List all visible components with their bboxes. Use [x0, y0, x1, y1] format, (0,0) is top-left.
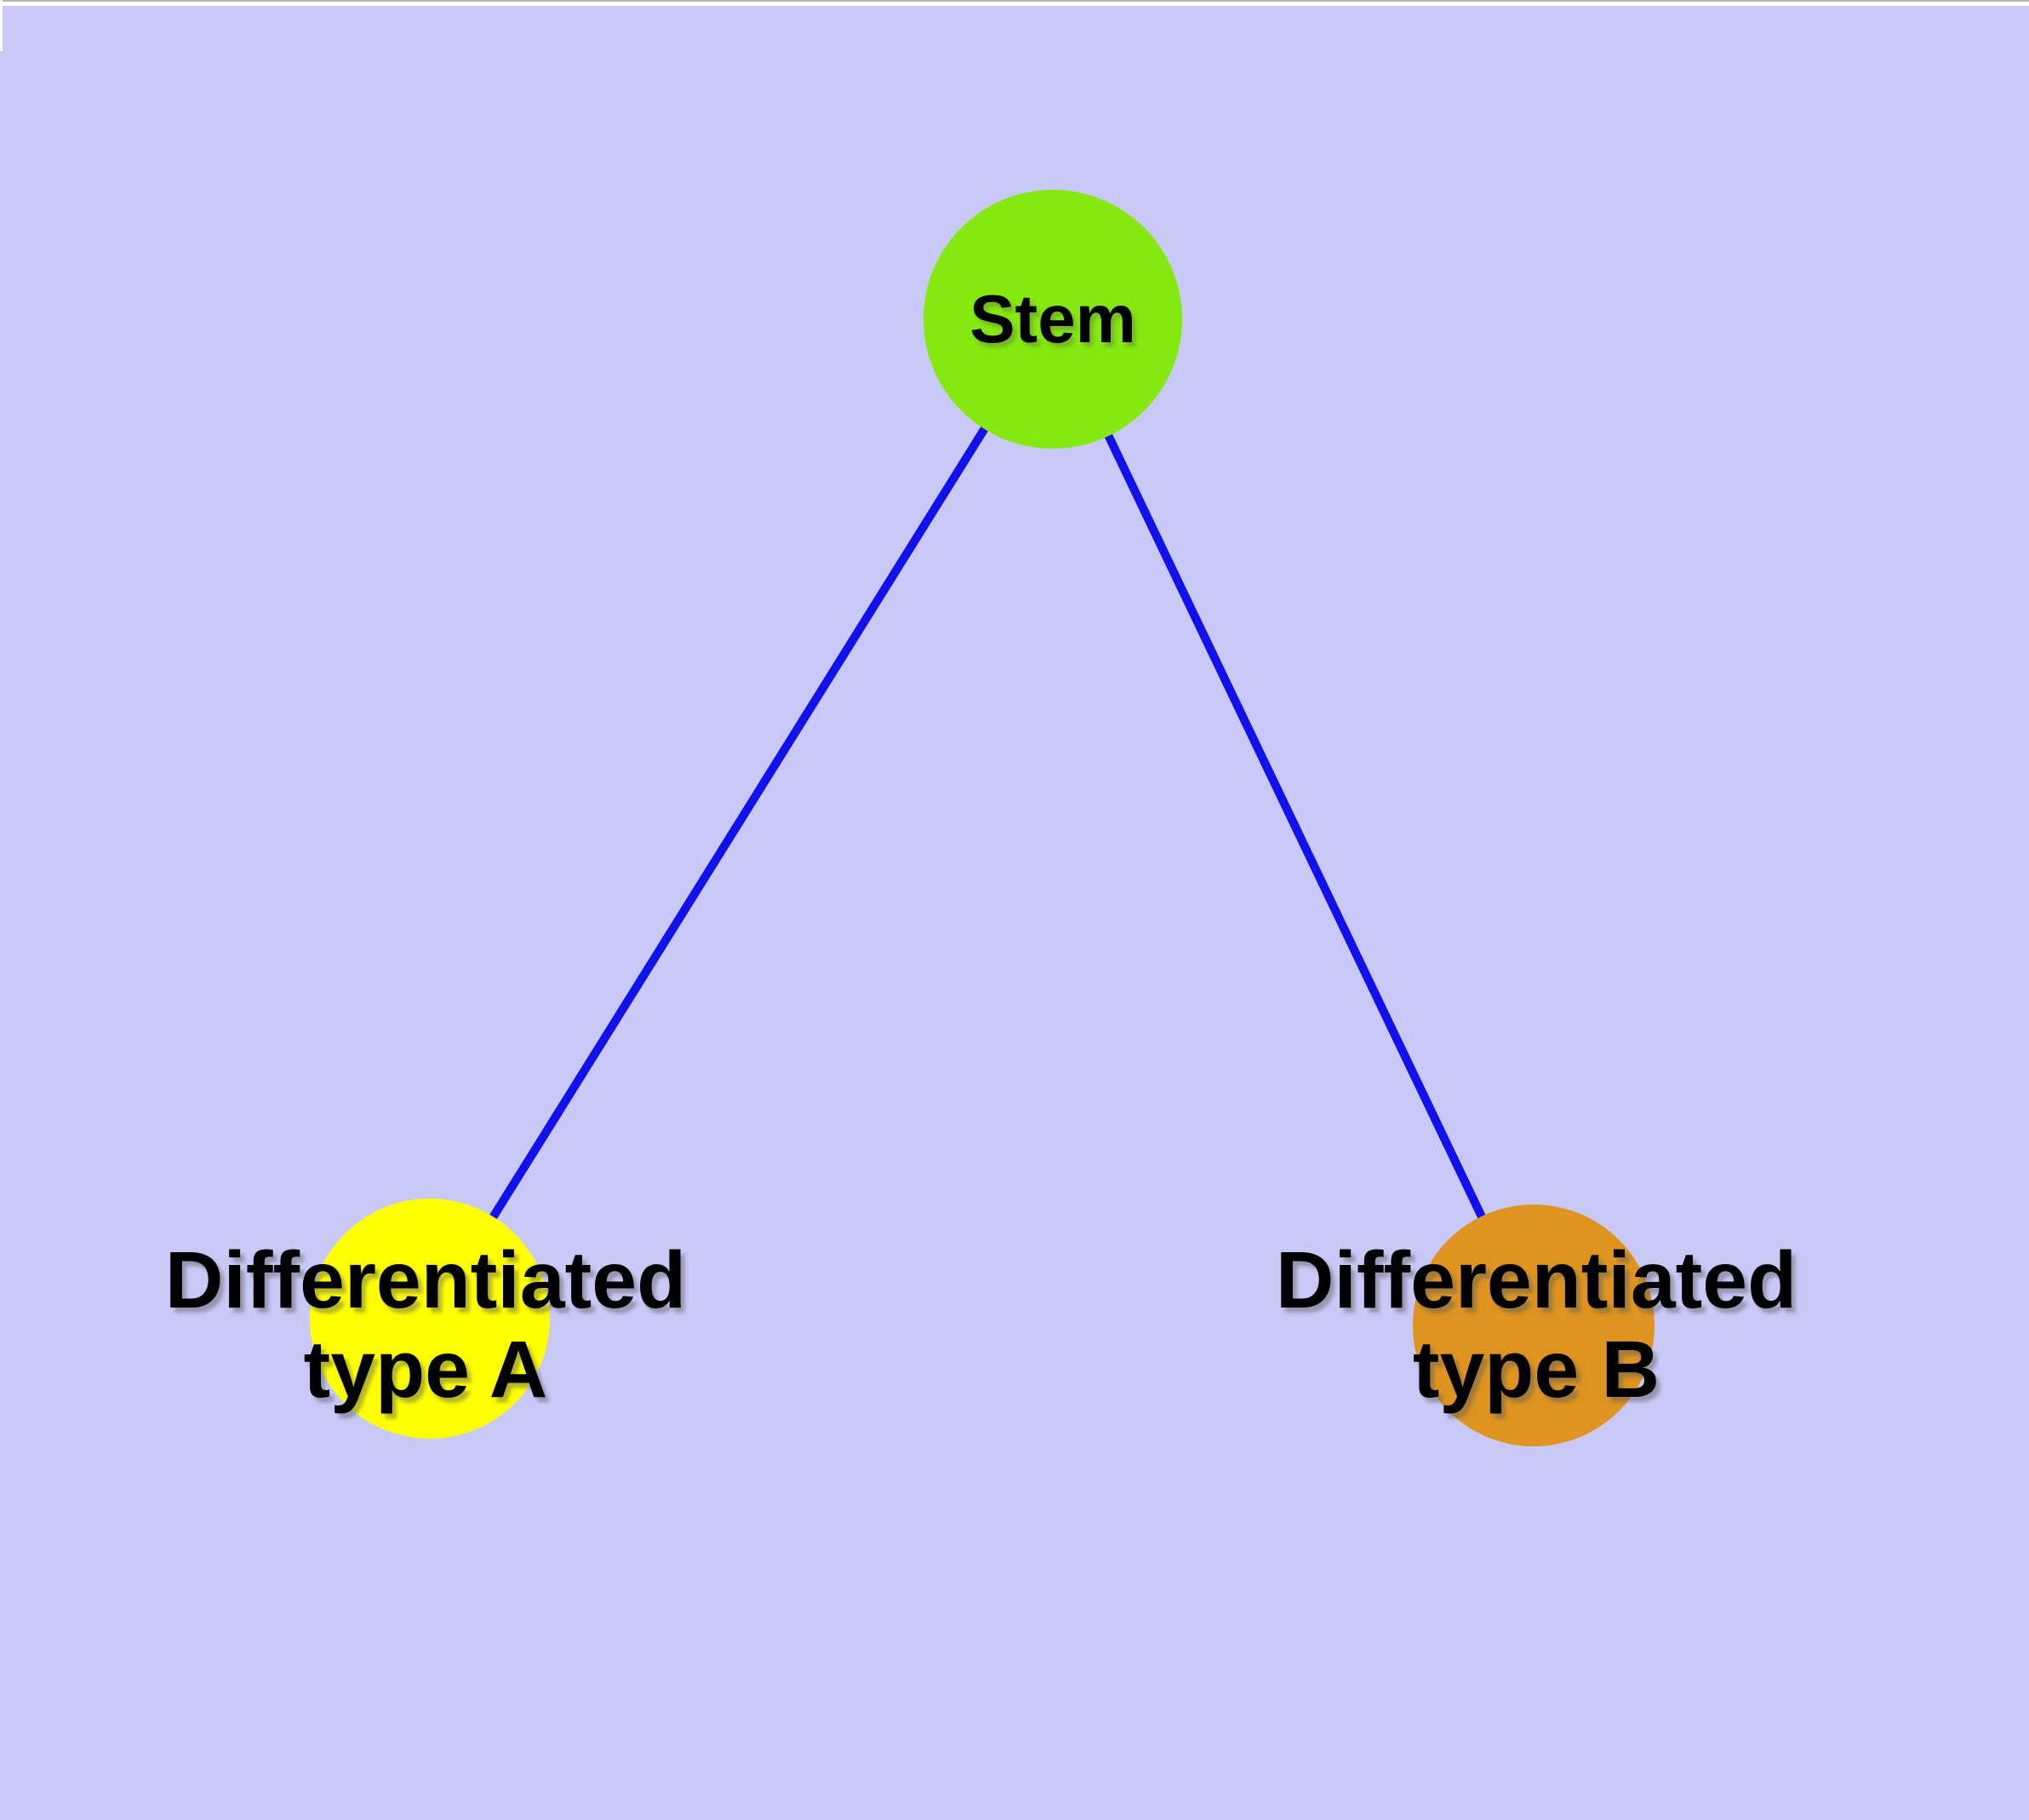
stem-node-label: Stem	[755, 283, 1351, 355]
edge-stem-to-type-b	[1049, 317, 1538, 1328]
stem-node-circle	[923, 190, 1182, 449]
type-a-node-circle	[310, 1199, 550, 1439]
edge-stem-to-type-a	[426, 317, 1057, 1321]
type-b-node-label: Differentiated type B	[1213, 1236, 1860, 1415]
top-left-edge-sliver	[0, 0, 3, 51]
type-b-node-circle	[1413, 1205, 1655, 1446]
top-edge-strip	[0, 0, 2029, 6]
type-a-label-line1: Differentiated	[164, 1235, 687, 1325]
type-a-node-label: Differentiated type A	[102, 1236, 749, 1415]
type-a-label-line2: type A	[303, 1325, 548, 1415]
type-b-label-line2: type B	[1412, 1325, 1660, 1415]
type-b-label-line1: Differentiated	[1275, 1235, 1798, 1325]
stem-node-label-text: Stem	[969, 281, 1136, 357]
